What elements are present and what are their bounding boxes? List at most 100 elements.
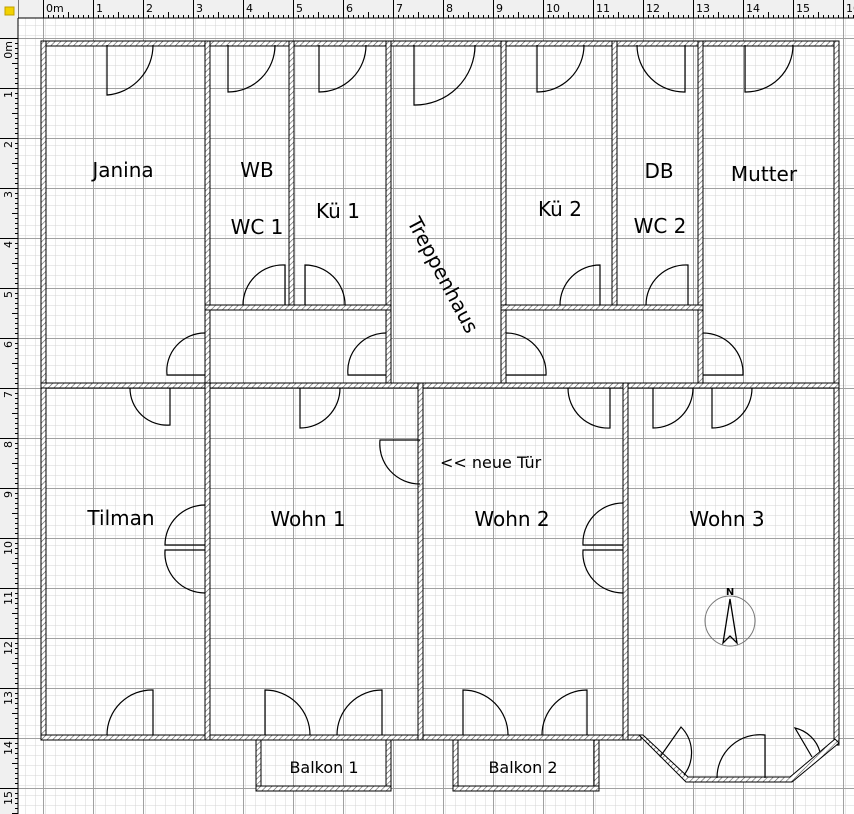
wall[interactable] (40, 40, 840, 47)
ruler-label: 13 (696, 2, 710, 15)
door[interactable] (462, 689, 509, 736)
ruler-label: 1 (96, 2, 103, 15)
ruler-label: 6 (346, 2, 353, 15)
room-label-ku1[interactable]: Kü 1 (316, 199, 360, 223)
door[interactable] (744, 44, 794, 93)
room-label-wb[interactable]: WB (240, 158, 274, 182)
wall[interactable] (288, 40, 295, 308)
ruler-label: 16 (846, 2, 854, 15)
door[interactable] (336, 689, 383, 736)
room-label-balkon2[interactable]: Balkon 2 (488, 758, 557, 777)
room-label-wc2[interactable]: WC 2 (634, 214, 687, 238)
ruler-label: 8 (2, 441, 15, 448)
ruler-label: 3 (196, 2, 203, 15)
wall[interactable] (204, 304, 392, 311)
room-label-wohn2[interactable]: Wohn 2 (474, 507, 549, 531)
door[interactable] (536, 44, 585, 93)
wall[interactable] (204, 40, 211, 386)
door[interactable] (793, 727, 821, 758)
ruler-label: 5 (296, 2, 303, 15)
ruler-label: 5 (2, 291, 15, 298)
unit-corner-icon[interactable] (4, 6, 15, 16)
door[interactable] (652, 387, 694, 429)
ruler-label: 6 (2, 341, 15, 348)
walls (40, 40, 840, 792)
door[interactable] (413, 44, 476, 106)
room-label-db[interactable]: DB (644, 159, 673, 183)
door[interactable] (164, 549, 206, 594)
door[interactable] (347, 332, 387, 376)
wall[interactable] (833, 40, 840, 746)
compass-rose[interactable]: N (704, 587, 756, 647)
wall[interactable] (452, 785, 600, 792)
door[interactable] (636, 44, 686, 93)
room-label-wohn1[interactable]: Wohn 1 (270, 507, 345, 531)
wall[interactable] (255, 739, 262, 791)
ruler-label: 1 (2, 91, 15, 98)
door[interactable] (304, 264, 346, 306)
door[interactable] (711, 387, 753, 429)
door[interactable] (559, 264, 601, 306)
room-label-balkon1[interactable]: Balkon 1 (289, 758, 358, 777)
door[interactable] (299, 387, 341, 429)
wall[interactable] (385, 739, 392, 791)
ruler-label: 9 (496, 2, 503, 15)
ruler-label: 11 (2, 591, 15, 605)
door[interactable] (582, 502, 624, 546)
door[interactable] (166, 332, 206, 376)
door[interactable] (541, 689, 588, 736)
wall[interactable] (40, 40, 47, 741)
door[interactable] (242, 264, 286, 306)
compass-north-label: N (726, 587, 734, 598)
door[interactable] (702, 332, 744, 376)
wall[interactable] (417, 382, 424, 741)
wall[interactable] (500, 304, 704, 311)
ruler-label: 0m (46, 2, 64, 15)
ruler-label: 4 (2, 241, 15, 248)
room-label-janina[interactable]: Janina (90, 158, 153, 182)
room-label-mutter[interactable]: Mutter (731, 162, 798, 186)
wall[interactable] (204, 382, 211, 741)
wall[interactable] (40, 734, 642, 741)
door[interactable] (227, 44, 276, 93)
room-label-wc1[interactable]: WC 1 (231, 215, 284, 239)
door[interactable] (505, 332, 547, 376)
room-label-wohn3[interactable]: Wohn 3 (689, 507, 764, 531)
ruler-label: 3 (2, 191, 15, 198)
door[interactable] (129, 387, 171, 426)
ruler-label: 4 (246, 2, 253, 15)
room-label-tilman[interactable]: Tilman (86, 506, 154, 530)
door[interactable] (567, 387, 611, 429)
horizontal-ruler[interactable]: 0m12345678910111213141516 (0, 0, 854, 19)
door[interactable] (659, 726, 693, 776)
wall[interactable] (385, 40, 392, 386)
door[interactable] (264, 689, 311, 736)
wall[interactable] (622, 382, 629, 741)
wall[interactable] (500, 40, 507, 386)
wall[interactable] (452, 739, 459, 791)
door[interactable] (106, 689, 154, 736)
wall[interactable] (255, 785, 392, 792)
wall[interactable] (593, 739, 600, 791)
annotation-new-door[interactable]: << neue Tür (440, 453, 542, 472)
ruler-label: 15 (796, 2, 810, 15)
ruler-label: 12 (646, 2, 660, 15)
ruler-label: 7 (2, 391, 15, 398)
door[interactable] (379, 439, 421, 485)
wall[interactable] (40, 382, 840, 389)
door[interactable] (645, 264, 689, 306)
doors (106, 44, 821, 779)
wall[interactable] (611, 40, 618, 308)
ruler-label: 7 (396, 2, 403, 15)
ruler-label: 14 (746, 2, 760, 15)
door[interactable] (716, 734, 766, 779)
wall[interactable] (697, 40, 704, 386)
door[interactable] (106, 44, 154, 96)
door[interactable] (318, 44, 367, 93)
room-label-ku2[interactable]: Kü 2 (538, 197, 582, 221)
door[interactable] (164, 504, 206, 546)
bay-window-wall[interactable] (637, 734, 840, 783)
door[interactable] (582, 549, 624, 594)
